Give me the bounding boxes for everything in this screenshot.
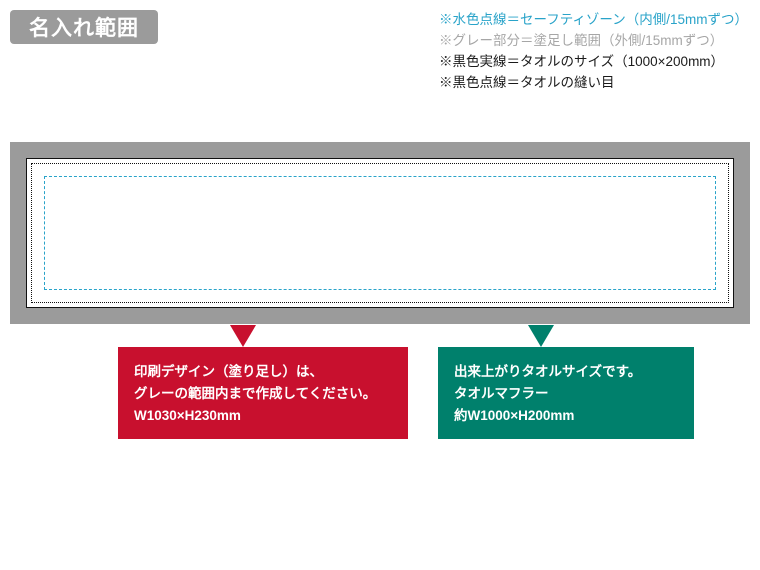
legend-item-safety-zone: ※水色点線＝セーフティゾーン（内側/15mmずつ） [439,12,748,27]
callout-finished-size-line-3: 約W1000×H200mm [454,407,575,423]
towel-diagram-bleed-area [10,142,750,324]
legend-item-towel-size: ※黒色実線＝タオルのサイズ（1000×200mm） [439,53,725,69]
page-title-badge: 名入れ範囲 [10,10,158,44]
callout-finished-size-line-2: タオルマフラー [454,385,549,401]
callout-print-design: 印刷デザイン（塗り足し）は、 グレーの範囲内まで作成してください。 W1030×… [118,347,408,439]
callout-print-design-line-1: 印刷デザイン（塗り足し）は、 [134,364,323,379]
towel-seam-dotted-line [31,163,729,303]
legend-item-bleed-area: ※グレー部分＝塗足し範囲（外側/15mmずつ） [439,32,724,48]
safety-zone-dashed-line [44,176,716,290]
callout-print-design-line-3: W1030×H230mm [134,407,241,423]
towel-size-outline [26,158,734,308]
legend-item-towel-seam: ※黒色点線＝タオルの縫い目 [439,74,615,90]
callout-finished-size-line-1: 出来上がりタオルサイズです。 [454,364,642,379]
callout-arrow-print-design [230,325,256,347]
callout-finished-size: 出来上がりタオルサイズです。 タオルマフラー 約W1000×H200mm [438,347,694,439]
page-title: 名入れ範囲 [29,17,139,40]
legend: ※水色点線＝セーフティゾーン（内側/15mmずつ） ※グレー部分＝塗足し範囲（外… [439,10,748,94]
callout-print-design-line-2: グレーの範囲内まで作成してください。 [134,385,377,401]
callout-arrow-finished-size [528,325,554,347]
